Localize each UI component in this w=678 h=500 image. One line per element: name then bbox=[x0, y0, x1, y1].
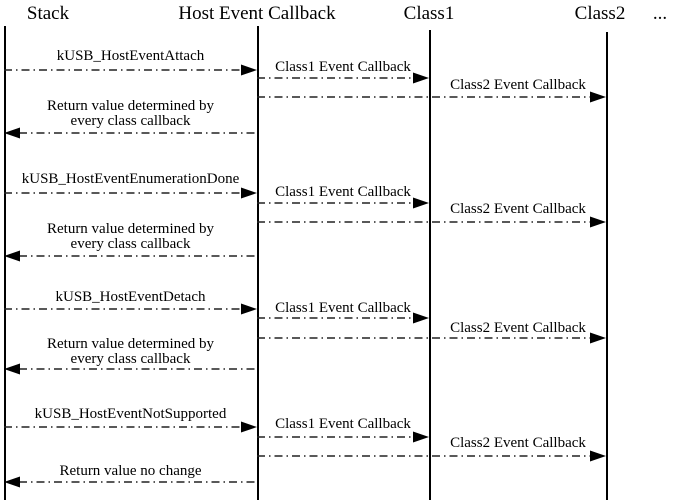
lifeline-class1 bbox=[429, 30, 431, 500]
return-label: Return value determined by every class c… bbox=[4, 222, 257, 252]
return-label-line1: Return value determined by bbox=[46, 98, 215, 114]
class2-callback-arrow bbox=[257, 450, 606, 462]
class1-callback-arrow bbox=[257, 197, 429, 209]
message-arrow bbox=[4, 187, 257, 199]
class2-callback-label: Class2 Event Callback bbox=[450, 435, 586, 451]
class1-callback-arrow bbox=[257, 431, 429, 443]
column-header-class2: Class2 bbox=[574, 3, 626, 24]
message-arrow bbox=[4, 421, 257, 433]
message-label: kUSB_HostEventAttach bbox=[56, 48, 205, 64]
class2-callback-label: Class2 Event Callback bbox=[450, 201, 586, 217]
return-arrow bbox=[4, 127, 257, 139]
class2-callback-label: Class2 Event Callback bbox=[450, 320, 586, 336]
return-label: Return value no change bbox=[4, 464, 257, 479]
column-header-stack: Stack bbox=[26, 3, 70, 24]
lifeline-stack bbox=[4, 26, 6, 500]
message-label: kUSB_HostEventEnumerationDone bbox=[21, 171, 240, 187]
class1-callback-label: Class1 Event Callback bbox=[275, 300, 411, 316]
return-label-line1: Return value determined by bbox=[46, 336, 215, 352]
return-arrow bbox=[4, 250, 257, 262]
message-arrow bbox=[4, 303, 257, 315]
return-label-line2: every class callback bbox=[70, 351, 191, 367]
return-label: Return value determined by every class c… bbox=[4, 99, 257, 129]
class1-callback-arrow bbox=[257, 72, 429, 84]
class2-callback-arrow bbox=[257, 332, 606, 344]
return-arrow bbox=[4, 363, 257, 375]
class1-callback-arrow bbox=[257, 312, 429, 324]
class1-callback-label: Class1 Event Callback bbox=[275, 59, 411, 75]
return-label-line1: Return value determined by bbox=[46, 221, 215, 237]
class1-callback-label: Class1 Event Callback bbox=[275, 416, 411, 432]
message-arrow bbox=[4, 64, 257, 76]
lifeline-host-event-callback bbox=[257, 26, 259, 500]
return-label-line2: every class callback bbox=[70, 113, 191, 129]
class1-callback-label: Class1 Event Callback bbox=[275, 184, 411, 200]
lifeline-class2 bbox=[606, 32, 608, 500]
return-arrow bbox=[4, 476, 257, 488]
return-label: Return value determined by every class c… bbox=[4, 337, 257, 367]
class2-callback-arrow bbox=[257, 91, 606, 103]
return-label-line1: Return value no change bbox=[59, 463, 202, 479]
class2-callback-label: Class2 Event Callback bbox=[450, 77, 586, 93]
column-header-class1: Class1 bbox=[403, 3, 455, 24]
class2-callback-arrow bbox=[257, 216, 606, 228]
column-header-host-event-callback: Host Event Callback bbox=[178, 3, 336, 24]
return-label-line2: every class callback bbox=[70, 236, 191, 252]
message-label: kUSB_HostEventNotSupported bbox=[34, 406, 227, 422]
message-label: kUSB_HostEventDetach bbox=[55, 289, 206, 305]
ellipsis-more-columns: ... bbox=[652, 3, 668, 24]
